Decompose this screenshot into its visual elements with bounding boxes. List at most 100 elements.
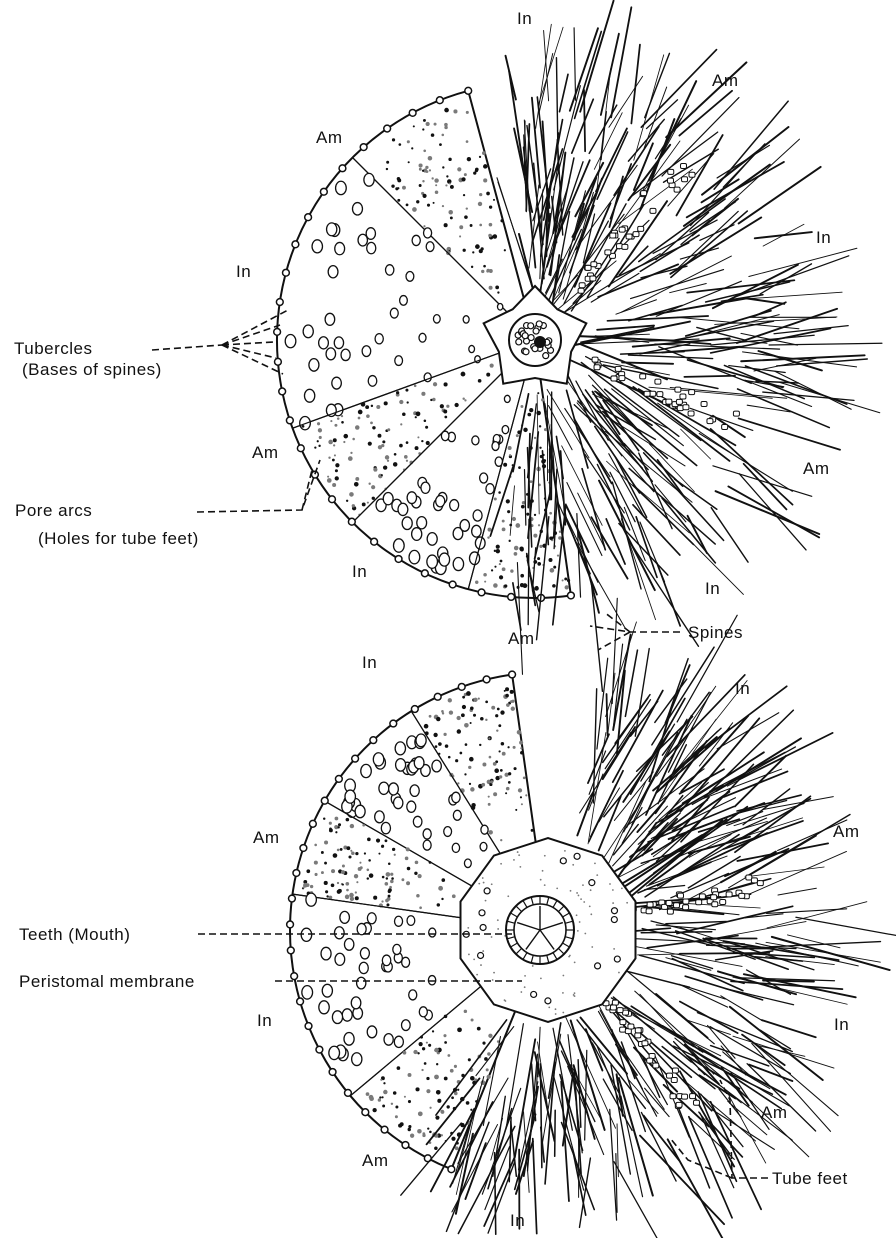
rim-tubercle — [329, 1069, 336, 1076]
pore-dot — [324, 881, 328, 885]
tube-foot — [674, 187, 680, 192]
pore-dot — [352, 504, 355, 507]
pore-dot — [526, 513, 529, 516]
tubercle — [335, 242, 345, 254]
pore-dot — [470, 787, 474, 791]
pore-dot — [365, 405, 369, 409]
rim-tubercle — [409, 109, 416, 116]
pore-dot — [502, 567, 506, 571]
spine — [716, 491, 820, 534]
pore-dot — [479, 249, 483, 253]
pore-dot — [530, 480, 533, 483]
pore-dot — [457, 1089, 459, 1091]
pore-dot — [496, 549, 500, 553]
zone-label-am: Am — [761, 1104, 788, 1121]
pore-dot — [382, 1105, 385, 1108]
tube-foot — [683, 899, 689, 904]
pore-dot — [425, 166, 428, 169]
pore-dot — [515, 809, 517, 811]
pore-dot — [426, 122, 430, 126]
membrane-stipple — [492, 979, 494, 981]
pore-dot — [481, 783, 485, 787]
tubercle — [402, 517, 412, 530]
tubercle — [452, 843, 459, 852]
tube-foot — [683, 905, 689, 910]
spine — [567, 390, 588, 468]
tube-foot — [590, 276, 596, 281]
spine — [575, 32, 602, 119]
membrane-stipple — [572, 864, 574, 866]
pore-dot — [346, 889, 349, 892]
pore-dot — [450, 185, 454, 189]
pore-dot — [455, 1146, 459, 1150]
tube-foot — [610, 1005, 616, 1010]
pore-dot — [436, 717, 440, 721]
tube-foot — [680, 394, 686, 399]
membrane-stipple — [544, 855, 546, 857]
pore-dot — [508, 772, 511, 775]
tubercle — [312, 240, 322, 253]
pore-dot — [354, 874, 358, 878]
periproct-plate — [533, 328, 539, 334]
membrane-stipple — [621, 887, 623, 889]
rim-tubercle — [568, 592, 575, 599]
pore-dot — [391, 877, 394, 880]
membrane-stipple — [590, 913, 592, 915]
pore-dot — [394, 854, 396, 856]
tube-foot — [620, 1027, 626, 1032]
tubercle — [340, 911, 350, 923]
spines-leader-2 — [598, 632, 630, 650]
tube-foot — [591, 262, 597, 267]
pore-dot — [488, 528, 492, 532]
pore-dot — [327, 476, 329, 478]
pore-dot — [432, 398, 436, 402]
pore-dot — [493, 234, 498, 239]
spine — [644, 1116, 680, 1161]
pore-dot — [442, 166, 444, 168]
pore-dot — [514, 546, 519, 551]
pore-dot — [327, 478, 332, 483]
pore-dot — [323, 817, 325, 819]
tubercle — [360, 948, 369, 959]
rim-tubercle — [448, 1166, 455, 1173]
pore-dot — [333, 853, 338, 858]
pore-dot — [317, 422, 320, 425]
pore-dot — [369, 1096, 372, 1099]
tubercle — [444, 827, 452, 837]
pore-dot — [514, 552, 518, 556]
pore-dot — [391, 1103, 393, 1105]
rim-tubercle — [371, 538, 378, 545]
pore-dot — [475, 244, 480, 249]
pore-dot — [517, 730, 522, 735]
pore-dot — [461, 372, 466, 377]
pore-dot — [354, 482, 359, 487]
membrane-stipple — [583, 901, 585, 903]
pore-dot — [397, 178, 401, 182]
pore-dot — [376, 838, 380, 842]
spine — [678, 1106, 710, 1188]
pore-dot — [454, 1092, 458, 1096]
pore-dot — [470, 706, 474, 710]
tube-foot — [647, 902, 653, 907]
pore-dot — [405, 857, 409, 861]
spine — [769, 343, 882, 345]
pore-dot — [496, 545, 500, 549]
spine — [739, 418, 840, 449]
pore-dot — [337, 882, 339, 884]
rim-tubercle — [370, 737, 377, 744]
pore-dot — [337, 849, 340, 852]
tubercle — [309, 359, 319, 372]
pore-dot — [470, 722, 472, 724]
tubercle — [439, 553, 449, 566]
pore-dot — [475, 169, 478, 172]
pore-dot — [397, 1066, 401, 1070]
pore-dot — [425, 426, 428, 429]
tube-feet-label: Tube feet — [772, 1170, 848, 1187]
pore-dot — [348, 456, 353, 461]
pore-dot — [372, 1108, 376, 1112]
membrane-stipple — [500, 863, 502, 865]
pore-dot — [505, 792, 507, 794]
membrane-stipple — [491, 936, 493, 938]
tubercle — [416, 734, 426, 747]
